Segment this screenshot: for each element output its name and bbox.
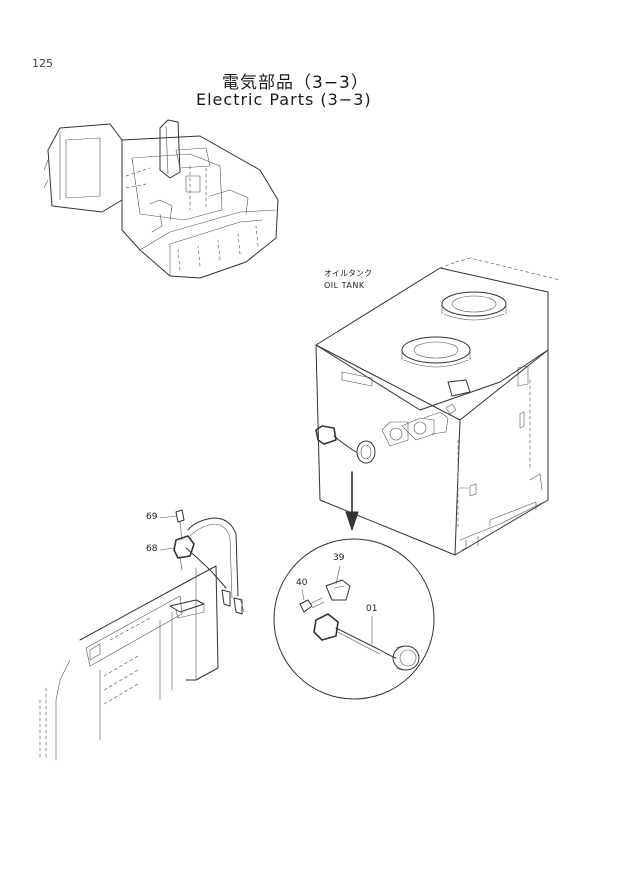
callout-39: 39 bbox=[333, 553, 345, 563]
oil-tank-label-english: OIL TANK bbox=[324, 281, 365, 290]
page-title-japanese: 電気部品（3−3） bbox=[222, 73, 369, 93]
callout-01: 01 bbox=[366, 604, 378, 614]
page-number: 125 bbox=[32, 57, 53, 70]
oil-tank-illustration bbox=[315, 257, 561, 556]
excavator-overview-illustration bbox=[43, 119, 279, 279]
harness-and-frame-illustration bbox=[39, 509, 245, 761]
callout-69: 69 bbox=[146, 512, 158, 522]
oil-tank-label-japanese: オイルタンク bbox=[324, 269, 372, 278]
callout-40: 40 bbox=[296, 578, 308, 588]
page-title-english: Electric Parts (3−3) bbox=[196, 90, 372, 109]
detail-zoom-circle bbox=[273, 538, 435, 700]
callout-68: 68 bbox=[146, 544, 158, 554]
